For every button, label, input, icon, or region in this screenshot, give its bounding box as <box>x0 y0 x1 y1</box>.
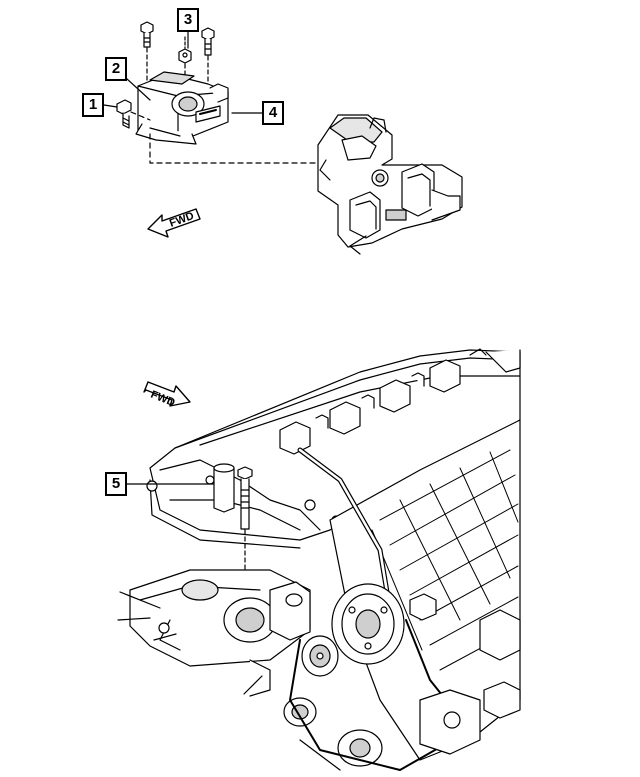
body-bracket-icon <box>317 114 463 255</box>
callout-2: 2 <box>105 57 127 81</box>
intake-manifold-icon <box>297 348 521 761</box>
stud-icon <box>213 463 235 513</box>
forward-label-top: FWD <box>168 210 196 230</box>
mount-exploded-view: FWD <box>103 21 463 255</box>
callout-5: 5 <box>105 472 127 496</box>
crank-pulley-icon <box>331 583 405 665</box>
bolt-5-icon <box>237 466 253 573</box>
callout-4: 4 <box>262 101 284 125</box>
nut-3-icon <box>178 36 192 85</box>
bolt-1-icon <box>116 99 132 129</box>
accessory-components-icon <box>409 593 521 755</box>
engine-mount-icon <box>135 71 229 145</box>
callout-3: 3 <box>177 8 199 32</box>
leader-lines <box>103 31 263 114</box>
idler-pulley-icon <box>301 635 339 677</box>
bolt-top-right-icon <box>201 27 215 89</box>
bolt-top-left-icon <box>140 21 154 81</box>
lower-pulley-icon <box>283 697 383 767</box>
engine-assembly-view: FWD <box>117 348 521 771</box>
leader-lines-bottom <box>117 483 263 695</box>
callout-1: 1 <box>82 93 104 117</box>
forward-arrow-top-icon: FWD <box>147 208 201 238</box>
lower-engine-mount-icon <box>129 569 311 697</box>
forward-arrow-bottom-icon: FWD <box>143 381 191 409</box>
